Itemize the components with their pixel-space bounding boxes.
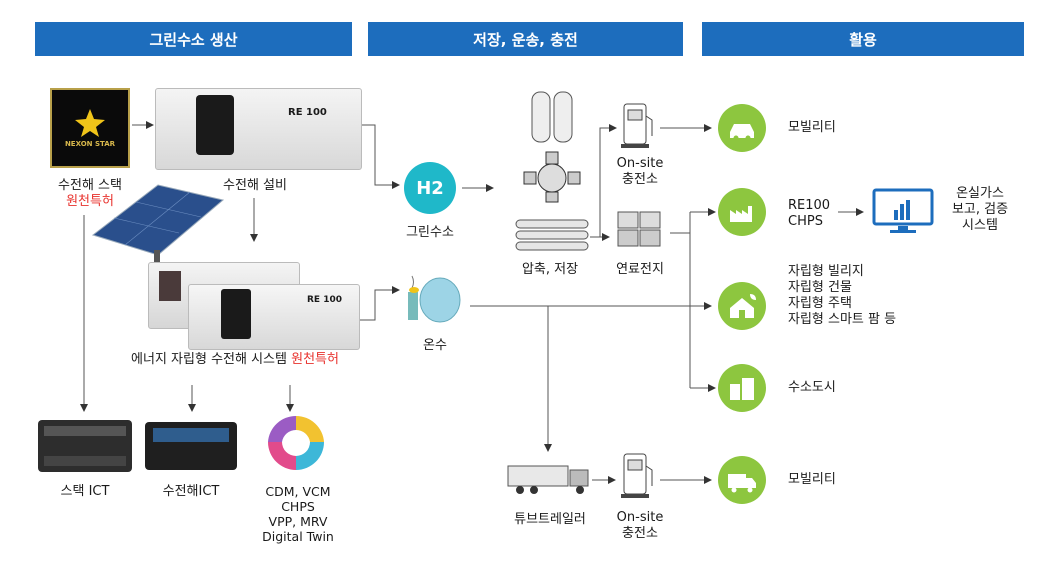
fuel-pump-icon-bottom xyxy=(621,453,653,498)
header-usage: 활용 xyxy=(702,22,1024,56)
star-logo-icon xyxy=(75,109,105,137)
tube-trailer-icon xyxy=(507,465,589,494)
re100-badge-system: RE 100 xyxy=(307,295,342,305)
compressor-icon xyxy=(523,151,581,203)
header-production: 그린수소 생산 xyxy=(35,22,352,56)
tube-trailer-label: 튜브트레일러 xyxy=(514,512,586,527)
green-hydrogen-label: 그린수소 xyxy=(406,225,454,240)
truck-icon xyxy=(728,474,756,493)
hot-water-label: 온수 xyxy=(423,338,447,353)
re100-chps-label: RE100 CHPS xyxy=(788,198,831,229)
stack-ict-label: 스택 ICT xyxy=(60,484,110,499)
software-label: CDM, VCM CHPS VPP, MRV Digital Twin xyxy=(262,484,334,544)
hydrogen-city-label: 수소도시 xyxy=(788,380,836,395)
header-storage: 저장, 운송, 충전 xyxy=(368,22,683,56)
electrolysis-equipment-image: RE 100 xyxy=(155,88,362,170)
house-leaf-icon xyxy=(730,294,756,318)
pipe-bundle-icon xyxy=(515,219,589,251)
compress-store-label: 압축, 저장 xyxy=(521,262,579,277)
hydrogen-tanks-icon xyxy=(531,91,573,143)
fuel-pump-icon-top xyxy=(621,103,653,148)
solar-panel-icon xyxy=(91,184,225,268)
fuel-cell-label: 연료전지 xyxy=(616,262,664,277)
re100-badge: RE 100 xyxy=(288,107,327,118)
chps-circle xyxy=(718,188,766,236)
electrolysis-ict-label: 수전해ICT xyxy=(162,484,220,499)
mobility-top-label: 모빌리티 xyxy=(788,120,836,135)
fuel-cell-stack-icon xyxy=(617,211,661,247)
onsite-station-top-label: On-site 충전소 xyxy=(616,156,664,187)
self-sufficient-circle xyxy=(718,282,766,330)
car-icon xyxy=(730,124,754,141)
factory-icon xyxy=(730,206,752,222)
mobility-top-circle xyxy=(718,104,766,152)
hydrogen-city-circle xyxy=(718,364,766,412)
self-sufficient-system-image: RE 100 xyxy=(148,262,360,350)
mobility-bottom-circle xyxy=(718,456,766,504)
mobility-bottom-label: 모빌리티 xyxy=(788,472,836,487)
hot-water-tank-icon xyxy=(408,275,461,323)
self-sufficient-label: 자립형 빌리지 자립형 건물 자립형 주택 자립형 스마트 팜 등 xyxy=(788,264,897,327)
h2-circle: H2 xyxy=(404,162,456,214)
stack-ict-device-image xyxy=(38,420,132,472)
equipment-label: 수전해 설비 xyxy=(223,178,287,193)
city-buildings-icon xyxy=(730,378,754,400)
electrolysis-ict-device-image xyxy=(145,422,237,470)
stack-patent: 원천특허 xyxy=(66,194,114,209)
onsite-station-bottom-label: On-site 충전소 xyxy=(616,510,664,541)
stack-label: 수전해 스택 원천특허 xyxy=(45,178,135,210)
system-patent: 원천특허 xyxy=(291,352,339,367)
stack-logo-text: NEXON STAR xyxy=(64,140,116,148)
ghg-system-label: 온실가스 보고, 검증 시스템 xyxy=(951,186,1009,233)
donut-chart-icon xyxy=(268,415,324,470)
monitor-chart-icon xyxy=(872,188,934,233)
system-label: 에너지 자립형 수전해 시스템 원천특허 xyxy=(131,352,339,367)
electrolysis-stack-image: NEXON STAR xyxy=(50,88,130,168)
